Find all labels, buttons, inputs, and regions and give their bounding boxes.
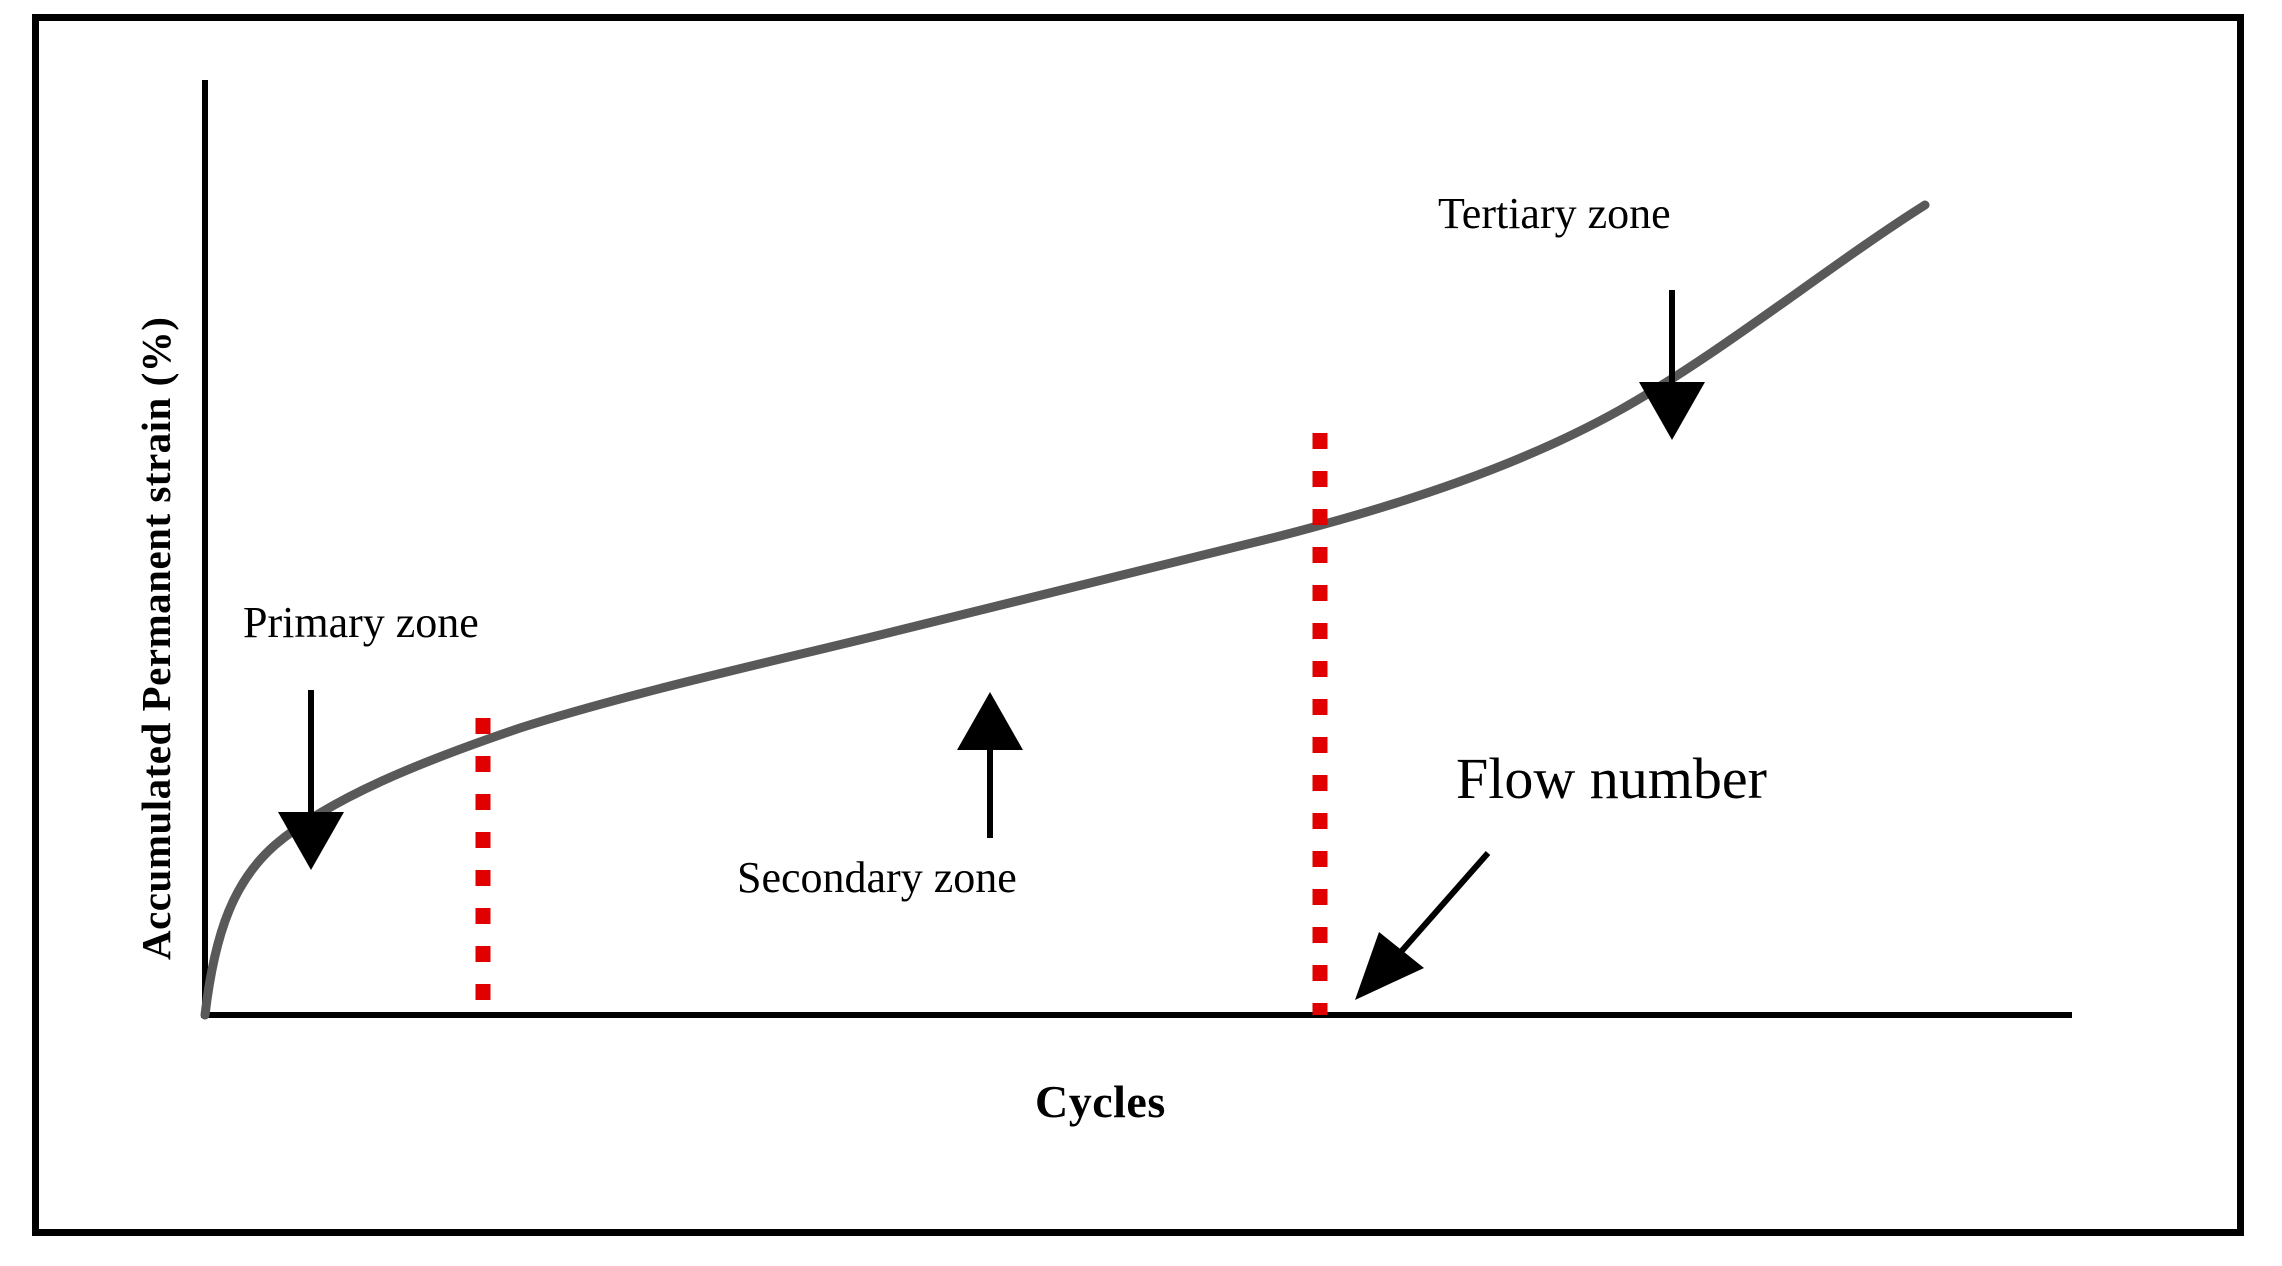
primary-zone-arrow-icon <box>278 690 344 870</box>
secondary-zone-label: Secondary zone <box>737 853 1017 902</box>
secondary-zone-arrow-icon <box>957 692 1023 838</box>
figure-border <box>32 14 2244 1236</box>
primary-zone-label: Primary zone <box>243 598 479 647</box>
y-axis-label: Accumulated Permanent strain (%) <box>133 316 179 960</box>
flow-number-arrow-icon <box>1355 851 1491 1000</box>
flow-number-label: Flow number <box>1456 746 1767 811</box>
tertiary-zone-label: Tertiary zone <box>1438 189 1671 238</box>
tertiary-zone-arrow-icon <box>1639 290 1705 440</box>
x-axis-label: Cycles <box>1035 1076 1166 1127</box>
